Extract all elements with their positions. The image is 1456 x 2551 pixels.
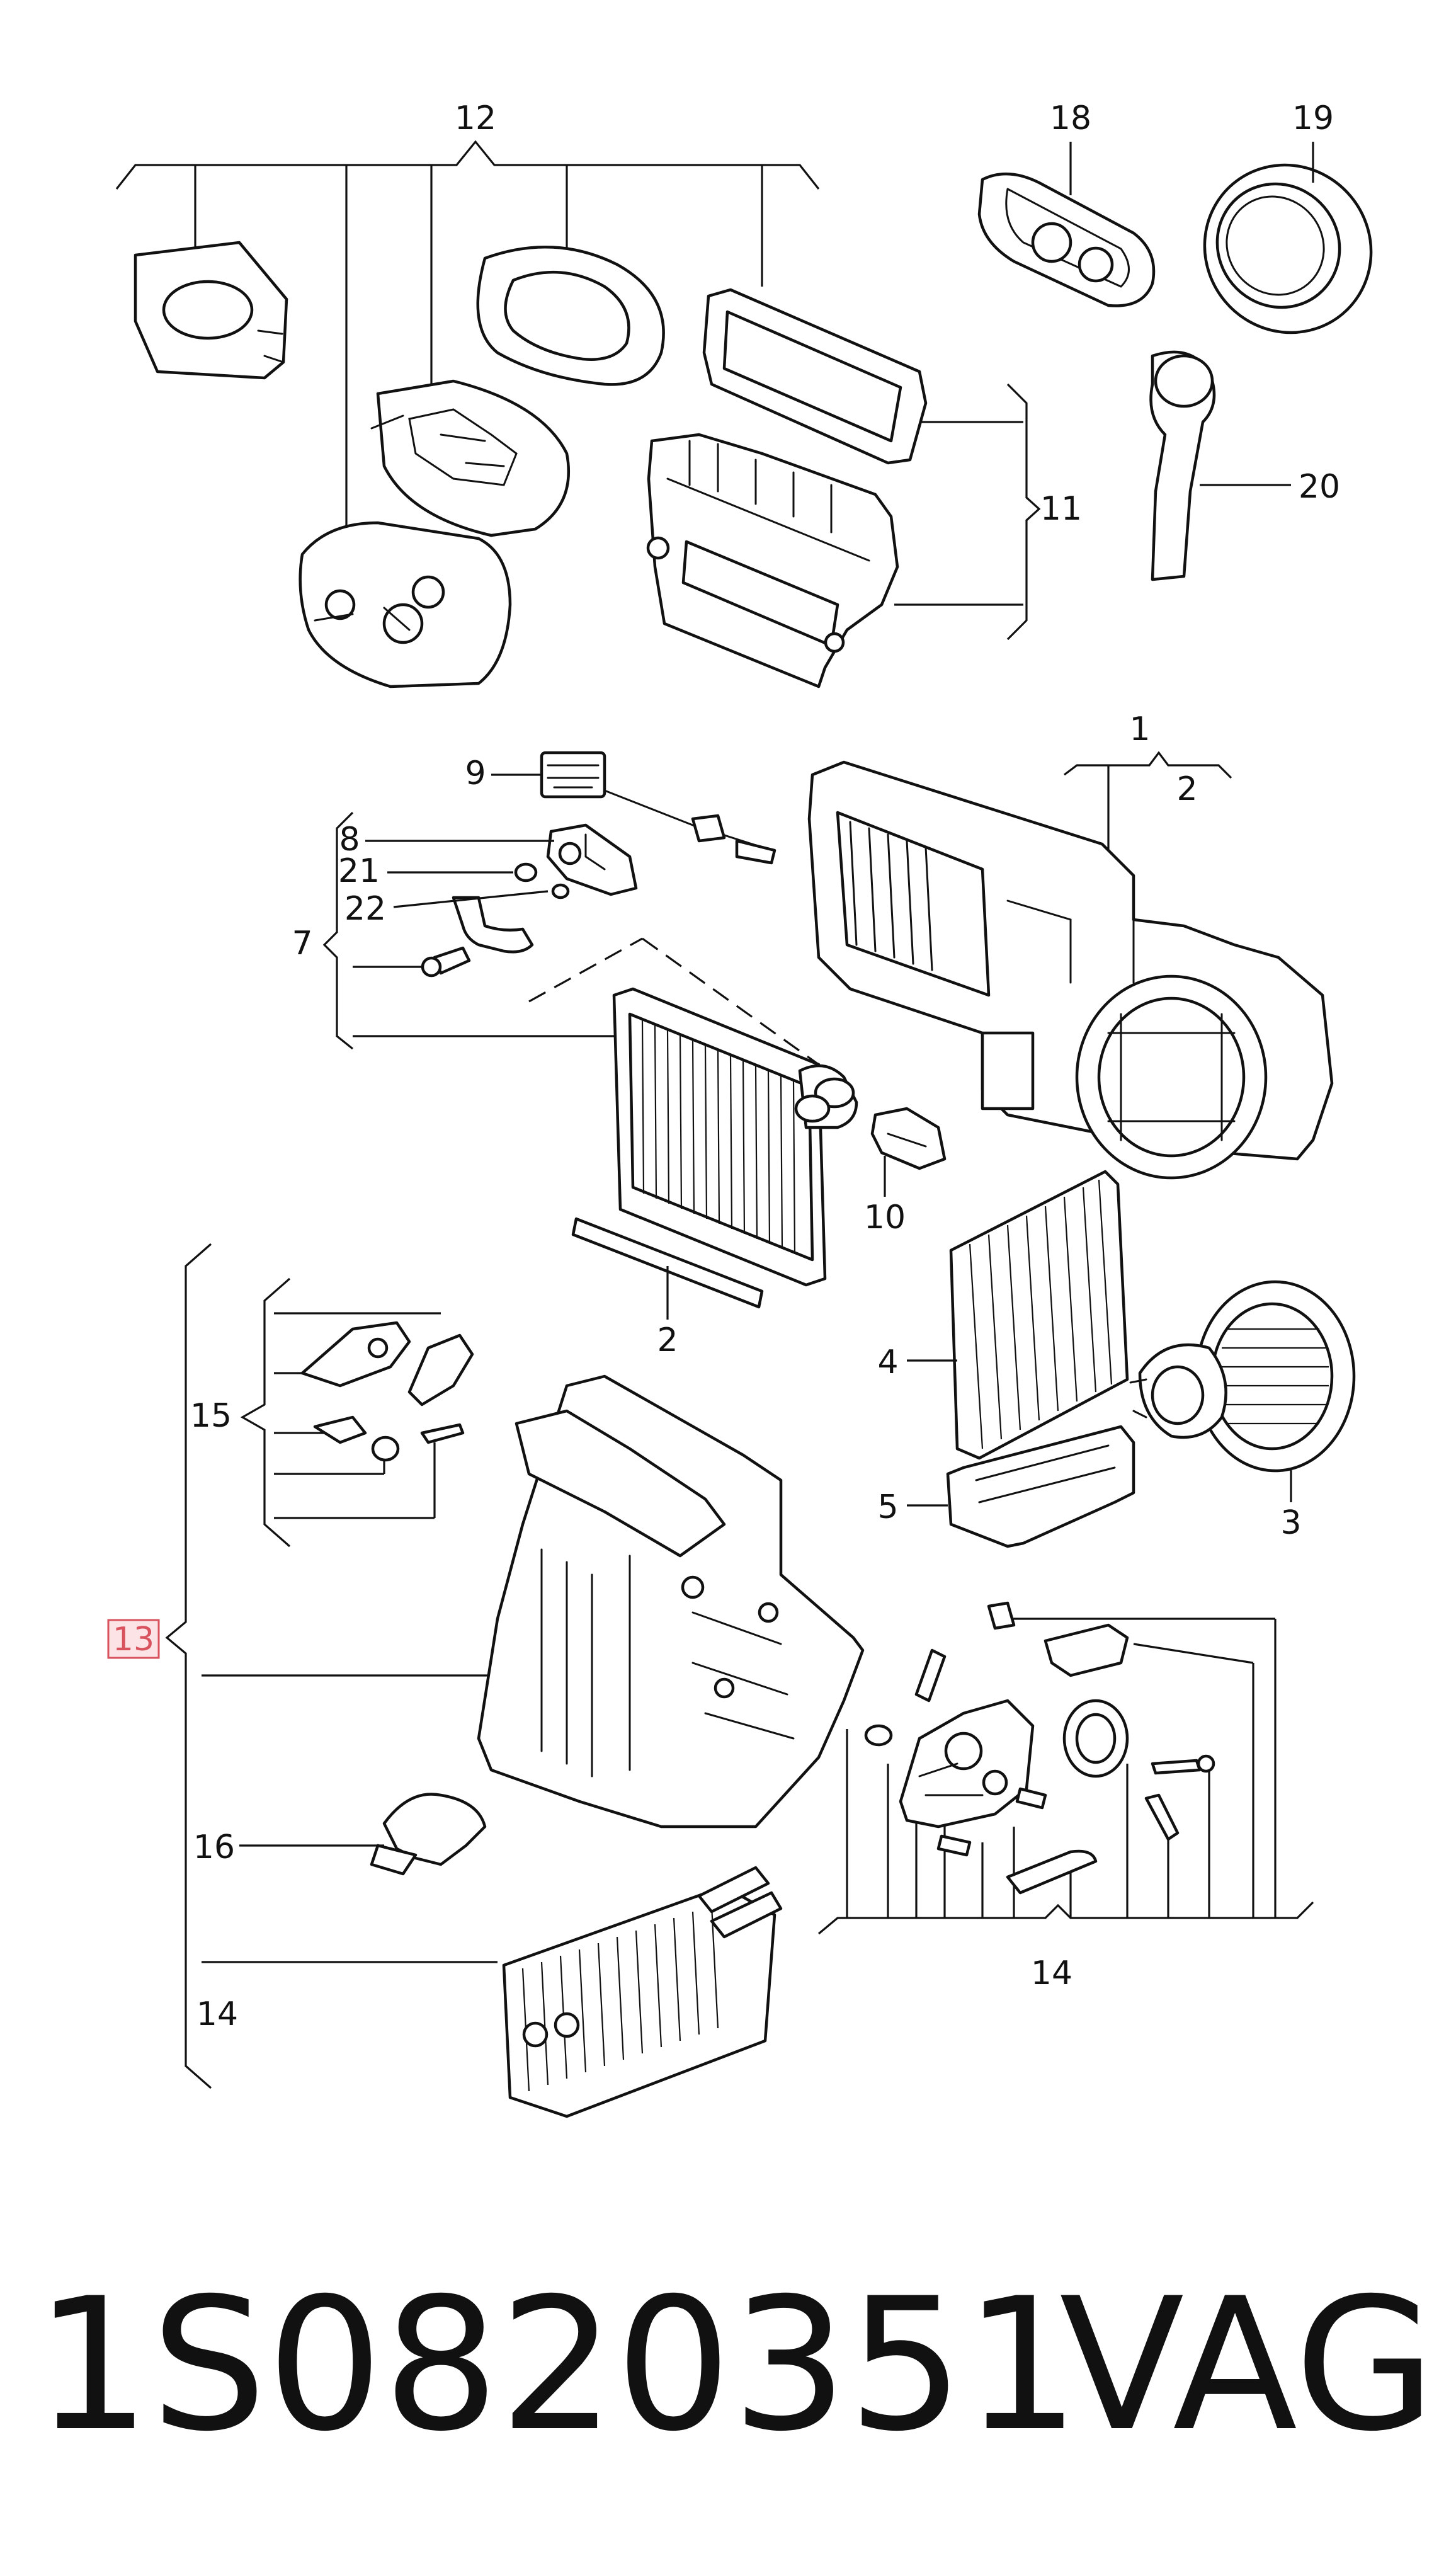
label-2-bottom: 2 (657, 1321, 678, 1359)
label-7: 7 (292, 925, 312, 962)
label-14-right: 14 (1031, 1955, 1072, 1992)
heater-core-part (502, 1866, 783, 2118)
label-14-left: 14 (196, 1995, 238, 2033)
sensor-small-part (1144, 1754, 1215, 1841)
bracket-14 (817, 1618, 1314, 1935)
grommet-part (1062, 1699, 1129, 1778)
label-11: 11 (1040, 490, 1082, 528)
oval-gasket-part (476, 246, 665, 386)
bracket-11 (894, 383, 1041, 641)
hose-20-part (1149, 350, 1216, 581)
label-10: 10 (864, 1199, 906, 1236)
highlight-box-13 (107, 1619, 160, 1659)
housing-1-part (807, 760, 1334, 1180)
oring-22-part (452, 883, 570, 954)
leader-22 (393, 890, 549, 908)
label-22: 22 (344, 890, 386, 928)
lever-part (300, 1321, 474, 1407)
bracket-7 (322, 811, 819, 1066)
bracket-12 (115, 140, 820, 535)
screw-part (421, 946, 471, 978)
clip-parts (313, 1415, 465, 1462)
label-16: 16 (193, 1829, 235, 1866)
oring-21-part (514, 862, 538, 882)
large-seal-part (299, 521, 512, 688)
brand-label: VAG (1059, 2259, 1436, 2472)
actuator-part (899, 1699, 1035, 1829)
label-12: 12 (455, 100, 496, 137)
clamp-16-part (370, 1793, 487, 1876)
valve-8-part (546, 823, 638, 896)
label-3: 3 (1280, 1504, 1301, 1542)
label-15: 15 (190, 1397, 232, 1435)
cabin-filter-4-part (949, 1170, 1129, 1460)
label-1: 1 (1129, 711, 1150, 748)
seal-part (134, 241, 288, 380)
label-20: 20 (1299, 468, 1340, 506)
blower-motor-3-part (1129, 1280, 1356, 1473)
gasket-18-part (977, 172, 1156, 307)
label-18: 18 (1050, 100, 1091, 137)
label-9: 9 (465, 755, 486, 792)
flap-seal-part (370, 379, 570, 537)
label-21: 21 (338, 852, 380, 890)
frame-gasket-part (702, 288, 928, 465)
sensor-9-part (540, 751, 776, 865)
bracket-15 (240, 1277, 441, 1548)
label-8: 8 (339, 821, 360, 859)
sensor-10-part (870, 1107, 947, 1170)
label-4: 4 (877, 1344, 898, 1381)
label-19: 19 (1292, 100, 1334, 137)
heater-box-part (477, 1374, 865, 1829)
filter-cover-5-part (946, 1425, 1135, 1548)
bracket-13 (165, 1243, 498, 2089)
label-2-top: 2 (1176, 770, 1197, 808)
ring-19-part (1203, 163, 1373, 334)
bracket-1 (1064, 751, 1232, 850)
label-13: 13 (113, 1621, 154, 1658)
label-5: 5 (877, 1488, 898, 1526)
air-distribution-box-part (646, 433, 899, 688)
small-bits-part (864, 1601, 1129, 1895)
evaporator-part (571, 987, 858, 1309)
part-number: 1S0820351 (35, 2259, 1080, 2472)
